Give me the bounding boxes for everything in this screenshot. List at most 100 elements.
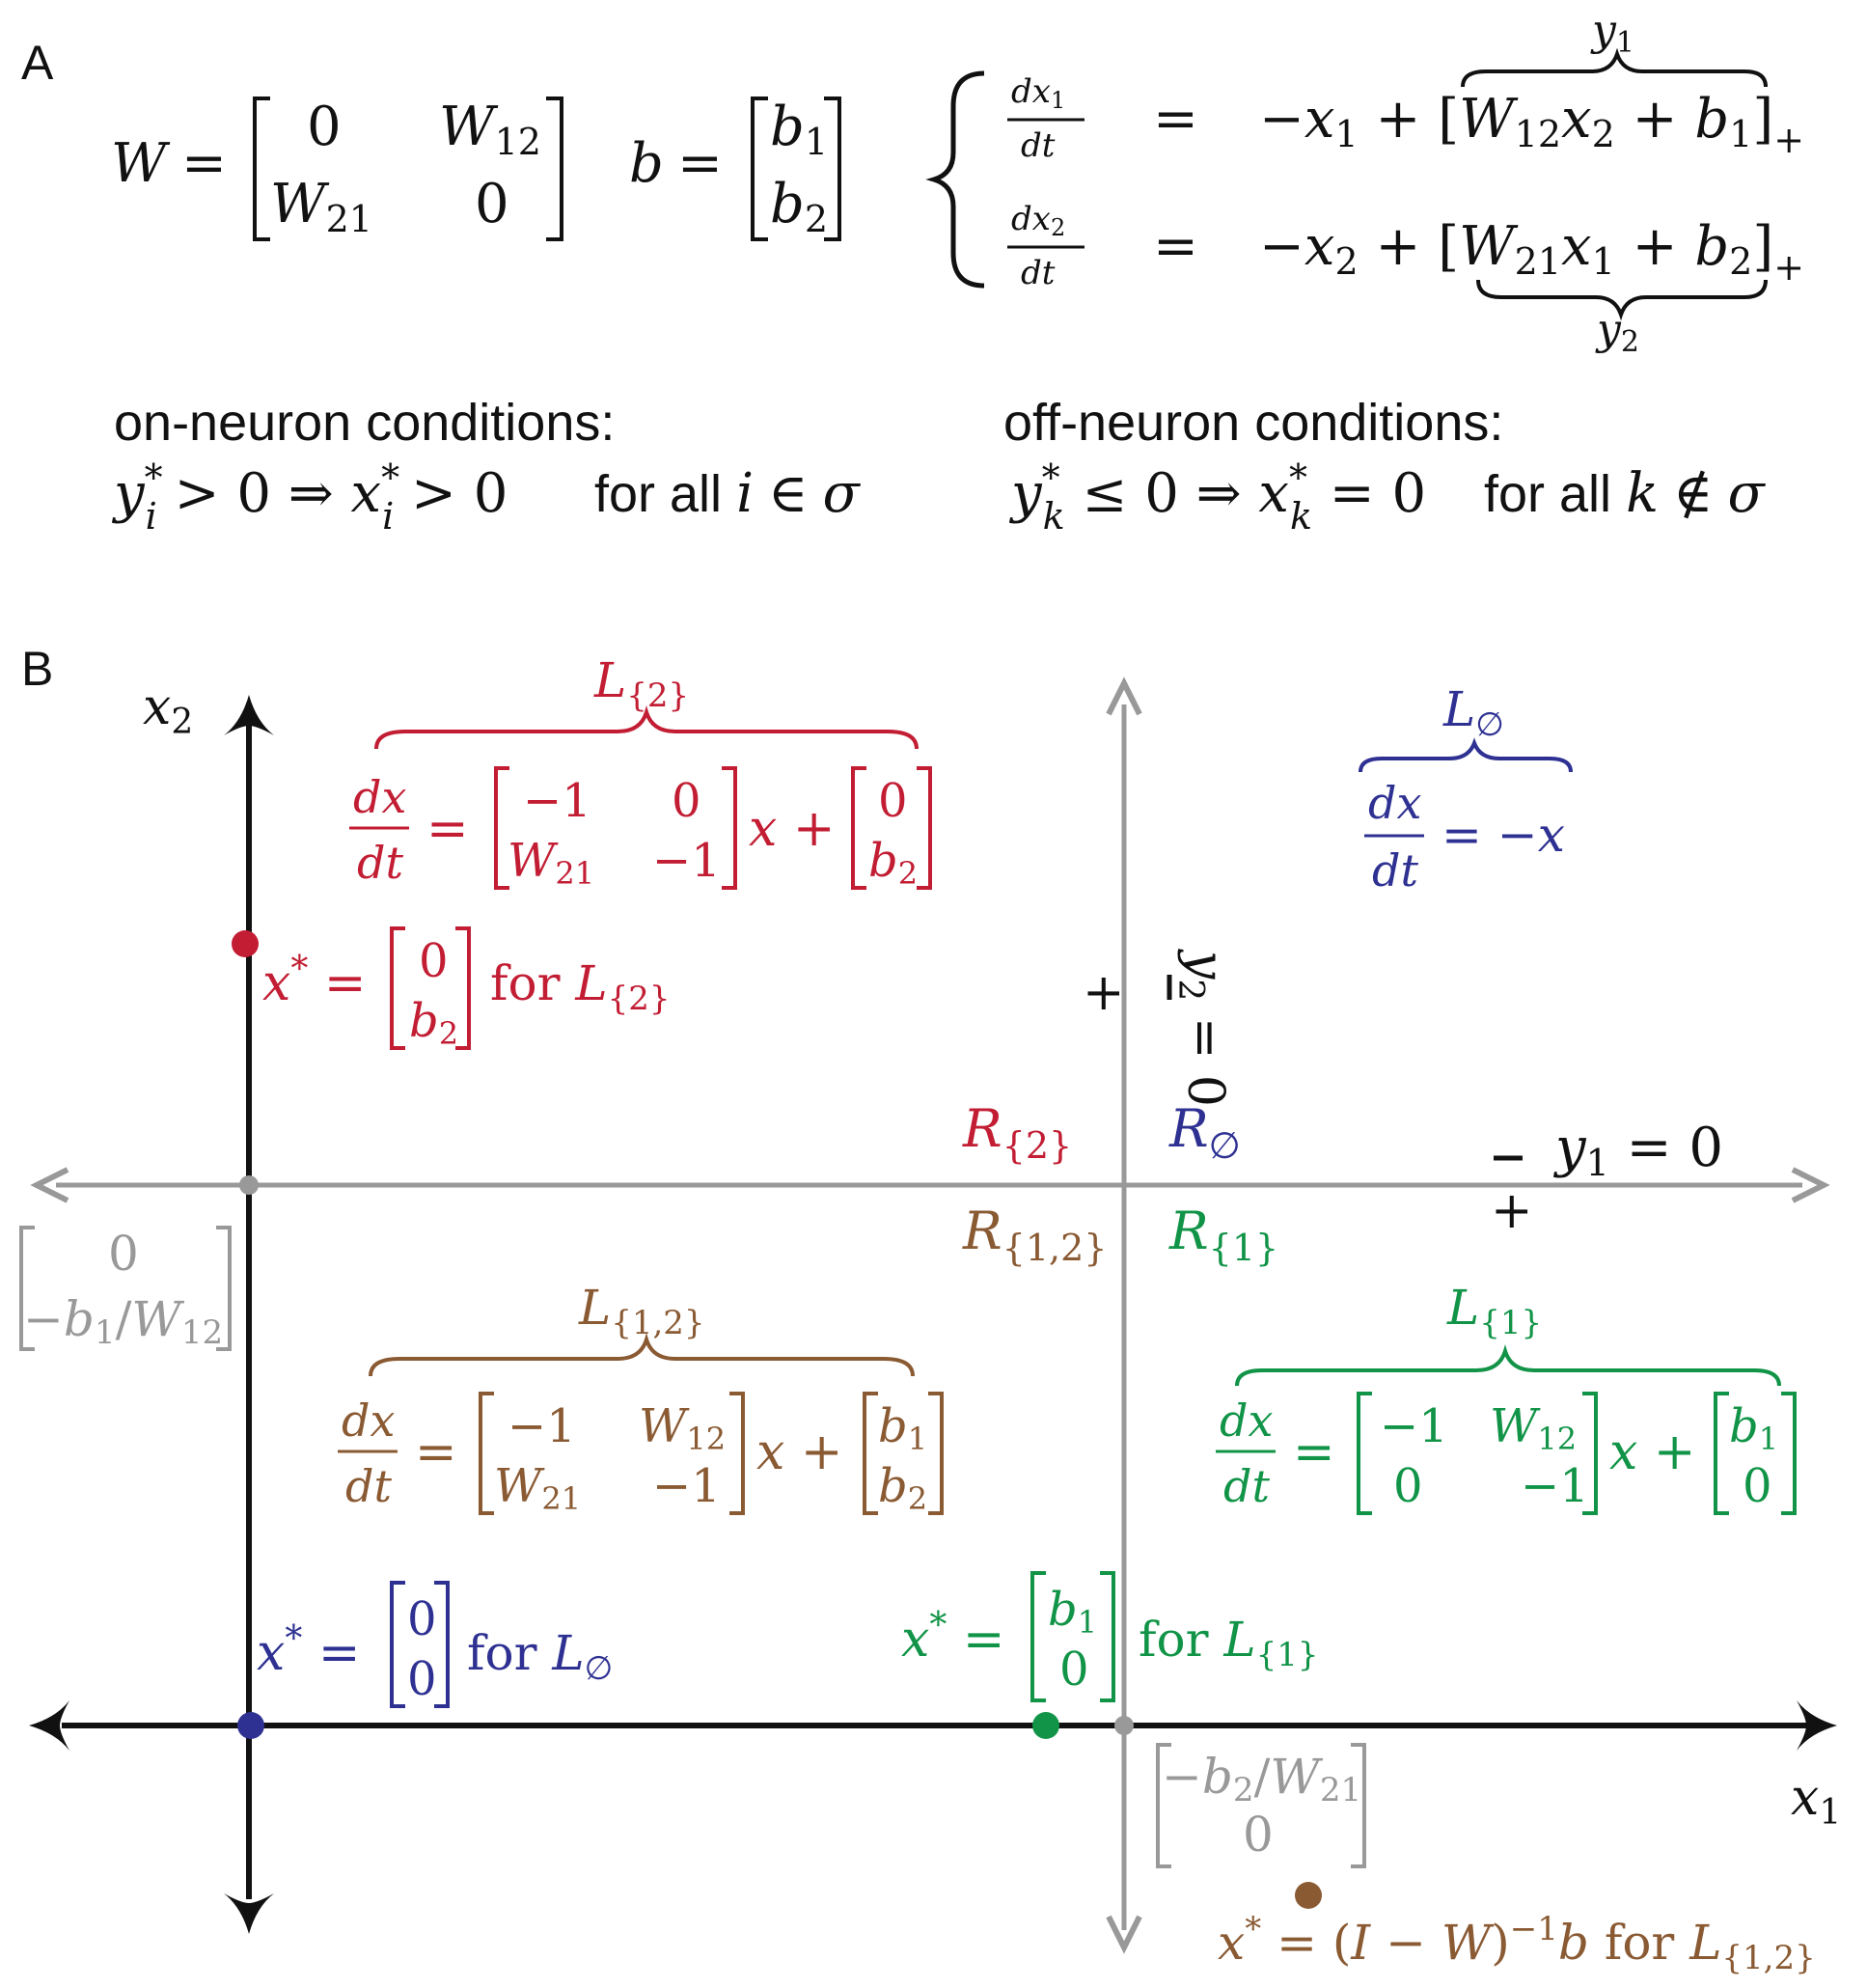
w-left-bracket xyxy=(253,97,270,241)
fp-l2-v1: 0 xyxy=(419,934,449,988)
ode-2: dx2 dt = −x2 + [W21x1 + b2]+ y2 xyxy=(1007,200,1804,359)
l2-matrix-left-bracket xyxy=(494,766,509,890)
b-entry-1: b1 xyxy=(770,96,828,163)
fixed-point-l2: x* = 0 b2 for L{2} xyxy=(232,926,671,1052)
fp-l-empty-lhs: x* = xyxy=(257,1619,360,1682)
ode1-overbrace xyxy=(1461,47,1768,88)
ode-system: dx1 dt = −x1 + [W12x2 + b1]+ y1 dx2 dt =… xyxy=(925,6,1804,359)
fp-l1-left-bracket xyxy=(1030,1571,1046,1702)
b-right-bracket xyxy=(824,97,841,241)
fp-l1-lhs: x* = xyxy=(901,1606,1004,1669)
on-neuron-condition: y*i > 0 ⇒ x*i > 0 xyxy=(111,456,508,538)
w-symbol: W xyxy=(111,132,171,195)
l-empty-dx: dx xyxy=(1368,777,1421,829)
fp-l-empty-v2: 0 xyxy=(407,1652,437,1706)
l2-equals: = xyxy=(426,800,469,858)
l1-vector-right-bracket xyxy=(1781,1392,1797,1515)
intercept-x-right-bracket xyxy=(1351,1743,1366,1868)
l12-name: L{1,2} xyxy=(578,1280,705,1342)
ode2-dt: dt xyxy=(1021,254,1056,292)
fixed-point-l-empty: x* = 0 0 for L∅ xyxy=(237,1581,613,1739)
l1-m22: −1 xyxy=(1521,1459,1589,1513)
l2-v2: b2 xyxy=(868,834,918,892)
l12-matrix-right-bracket xyxy=(729,1392,745,1515)
off-neuron-title: off-neuron conditions: xyxy=(1003,394,1503,452)
l1-v2: 0 xyxy=(1743,1459,1772,1513)
l2-m12: 0 xyxy=(672,774,701,828)
fixed-point-l12: x* = (I − W)−1b for L{1,2} xyxy=(1218,1882,1816,1977)
b-equals: = xyxy=(677,132,723,195)
l2-matrix-right-bracket xyxy=(722,766,737,890)
l12-v2: b2 xyxy=(878,1459,927,1517)
ode1-dt: dt xyxy=(1021,126,1056,165)
intercept-y-bottom: −b1/W12 xyxy=(23,1291,223,1352)
x2-axis-top-arrow xyxy=(224,695,274,735)
neuron-conditions: on-neuron conditions: y*i > 0 ⇒ x*i > 0 … xyxy=(111,394,1766,538)
y1-zero-label: y1 = 0 xyxy=(1552,1117,1723,1184)
l-empty-rhs: = −x xyxy=(1441,807,1565,863)
on-neuron-for-all: for all i ∈ σ xyxy=(594,462,861,525)
w-right-bracket xyxy=(546,97,563,241)
l-empty-dt: dt xyxy=(1372,844,1418,897)
ode2-equals: = xyxy=(1153,215,1198,278)
l1-dt: dt xyxy=(1223,1460,1270,1512)
l2-m21: W21 xyxy=(508,834,594,892)
l1-matrix-left-bracket xyxy=(1357,1392,1372,1515)
w-entry-21: W21 xyxy=(270,173,372,240)
l1-m11: −1 xyxy=(1380,1399,1448,1453)
l1-m12: W12 xyxy=(1490,1399,1577,1457)
x1-axis-left-arrow xyxy=(29,1700,69,1751)
l12-v1: b1 xyxy=(878,1399,927,1457)
y2-zero-label: y2 = 0 xyxy=(1170,949,1234,1107)
l1-v1: b1 xyxy=(1729,1399,1778,1457)
system-l-empty: L∅ dx dt = −x xyxy=(1359,681,1573,897)
fixed-point-l-empty-dot xyxy=(237,1712,264,1739)
y2-line-top-arrow xyxy=(1106,676,1142,716)
w-equals: = xyxy=(181,132,227,195)
l2-dx: dx xyxy=(353,771,406,823)
fp-l1-v1: b1 xyxy=(1048,1583,1097,1641)
y1-line-annotation: y1 = 0 + xyxy=(1491,1117,1723,1240)
ode2-dx2: dx2 xyxy=(1011,200,1065,241)
y2-line-bottom-arrow xyxy=(1106,1915,1142,1954)
fp-l1-v2: 0 xyxy=(1059,1643,1089,1697)
intersection-dots xyxy=(239,1175,1134,1735)
fp-l2-left-bracket xyxy=(390,926,405,1050)
y2-plus-sign: + xyxy=(1083,964,1125,1022)
ode2-brace-label: y2 xyxy=(1595,305,1639,359)
fp-l-empty-v1: 0 xyxy=(407,1592,437,1646)
fp-l-empty-left-bracket xyxy=(390,1581,405,1708)
system-l2: L{2} dx dt = −1 0 W21 −1 x + 0 b2 xyxy=(349,652,932,892)
l12-x-plus: x + xyxy=(756,1423,842,1481)
intercept-x-bottom: 0 xyxy=(1243,1807,1274,1863)
l1-equals: = xyxy=(1293,1423,1335,1481)
l2-vector-left-bracket xyxy=(851,766,866,890)
ode1-rhs: −x1 + [W12x2 + b1]+ xyxy=(1259,88,1804,161)
x1-axis-label: x1 xyxy=(1791,1769,1841,1833)
w-entry-22: 0 xyxy=(475,173,509,235)
b-left-bracket xyxy=(751,97,768,241)
l12-vector-right-bracket xyxy=(928,1392,944,1515)
l12-matrix-left-bracket xyxy=(479,1392,494,1515)
intercept-y-right-bracket xyxy=(216,1226,232,1351)
fp-l2-lhs: x* = xyxy=(262,950,366,1012)
y1-axis-intercept-dot xyxy=(239,1175,259,1195)
system-brace xyxy=(925,70,985,289)
y2-line-annotation: y2 = 0 + xyxy=(1083,949,1234,1107)
l12-m11: −1 xyxy=(508,1399,576,1453)
fp-l1-for: for L{1} xyxy=(1139,1612,1319,1674)
ode-1: dx1 dt = −x1 + [W12x2 + b1]+ y1 xyxy=(1007,6,1804,165)
off-neuron-for-all: for all k ∉ σ xyxy=(1484,462,1766,525)
l2-brace xyxy=(374,705,919,750)
b-vector: b = b1 b2 xyxy=(629,96,841,241)
panel-b-label: B xyxy=(21,642,53,696)
l2-dt: dt xyxy=(357,837,403,889)
region-r1: R{1} xyxy=(1168,1201,1278,1269)
l1-dx: dx xyxy=(1220,1394,1273,1447)
intercept-y-vector: 0 −b1/W12 xyxy=(19,1226,232,1352)
region-r-empty: R∅ xyxy=(1168,1098,1241,1167)
l12-dx: dx xyxy=(342,1394,395,1447)
intercept-y-top: 0 xyxy=(108,1226,139,1282)
fp-l2-v2: b2 xyxy=(409,994,458,1052)
